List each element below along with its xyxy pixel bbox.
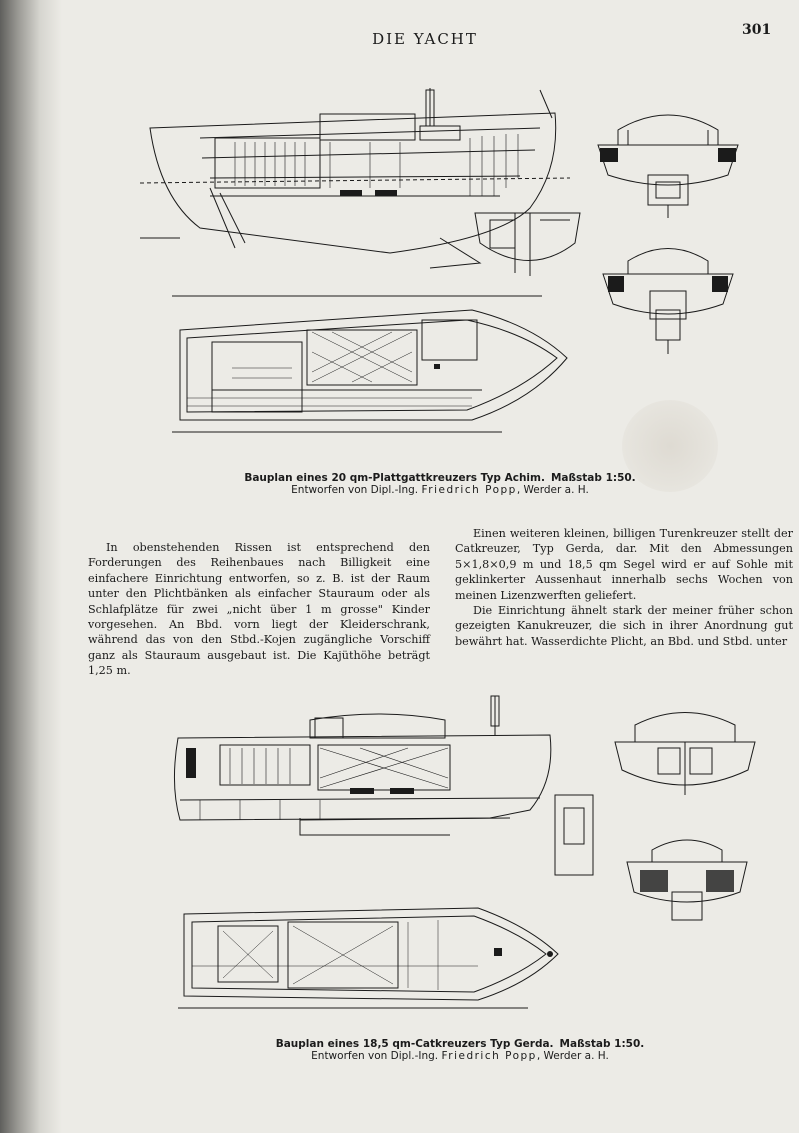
- achim-side-profile-svg: [140, 88, 571, 269]
- figure2-caption-author: Entworfen von Dipl.-Ing. Friedrich Popp,…: [270, 1050, 650, 1062]
- right-text-column: Einen weiteren kleinen, billigen Turenkr…: [455, 526, 793, 649]
- figure2-caption-title: Bauplan eines 18,5 qm-Catkreuzers Typ Ge…: [270, 1038, 650, 1050]
- figure2-caption-scale: Maßstab 1:50.: [559, 1038, 645, 1050]
- gerda-hatch-detail-drawing: [550, 790, 600, 880]
- figure1-author-prefix: Entworfen von Dipl.-Ing.: [291, 484, 422, 496]
- left-text-column: In obenstehenden Rissen ist entsprechend…: [88, 540, 430, 679]
- page-number: 301: [742, 22, 772, 38]
- figure2-author-prefix: Entworfen von Dipl.-Ing.: [311, 1050, 442, 1062]
- figure1-caption-text: Bauplan eines 20 qm-Plattgattkreuzers Ty…: [244, 472, 545, 484]
- running-header-title: DIE YACHT: [372, 30, 478, 48]
- achim-section-3-svg: [602, 248, 734, 354]
- right-paragraph-1: Einen weiteren kleinen, billigen Turenkr…: [455, 527, 793, 602]
- gerda-deck-plan-drawing: [178, 896, 568, 1016]
- right-paragraph-2: Die Einrichtung ähnelt stark der meiner …: [455, 604, 793, 648]
- figure2-author-place: , Werder a. H.: [536, 1050, 609, 1062]
- achim-deck-plan-drawing: [172, 290, 572, 440]
- achim-deck-plan-svg: [172, 295, 568, 433]
- gerda-section-1-svg: [614, 712, 756, 795]
- achim-section-1-svg: [597, 114, 739, 218]
- figure1-caption-title: Bauplan eines 20 qm-Plattgattkreuzers Ty…: [230, 472, 650, 484]
- gerda-section-1-drawing: [610, 700, 760, 810]
- figure2-caption-text: Bauplan eines 18,5 qm-Catkreuzers Typ Ge…: [275, 1038, 554, 1050]
- achim-section-2-svg: [474, 212, 581, 276]
- achim-section-3-drawing: [598, 236, 738, 356]
- achim-side-profile-drawing: [140, 78, 580, 278]
- figure1-author-place: , Werder a. H.: [516, 484, 589, 496]
- achim-section-1-drawing: [588, 100, 748, 220]
- gerda-hatch-detail-svg: [554, 794, 594, 876]
- figure1-caption: Bauplan eines 20 qm-Plattgattkreuzers Ty…: [230, 472, 650, 496]
- figure1-caption-scale: Maßstab 1:50.: [550, 472, 636, 484]
- binding-gutter-shadow: [0, 0, 62, 1133]
- gerda-section-2-drawing: [622, 830, 752, 930]
- gerda-section-2-svg: [626, 839, 748, 921]
- figure1-caption-author: Entworfen von Dipl.-Ing. Friedrich Popp,…: [230, 484, 650, 496]
- achim-section-2-drawing: [470, 198, 585, 288]
- gerda-side-profile-drawing: [150, 690, 570, 850]
- figure1-author-name: Friedrich Popp: [421, 484, 517, 496]
- left-paragraph: In obenstehenden Rissen ist entsprechend…: [88, 541, 430, 678]
- gerda-side-profile-svg: [173, 695, 552, 836]
- gerda-deck-plan-svg: [178, 907, 559, 1009]
- figure2-author-name: Friedrich Popp: [441, 1050, 537, 1062]
- figure2-caption: Bauplan eines 18,5 qm-Catkreuzers Typ Ge…: [270, 1038, 650, 1062]
- paper-stain: [622, 400, 718, 492]
